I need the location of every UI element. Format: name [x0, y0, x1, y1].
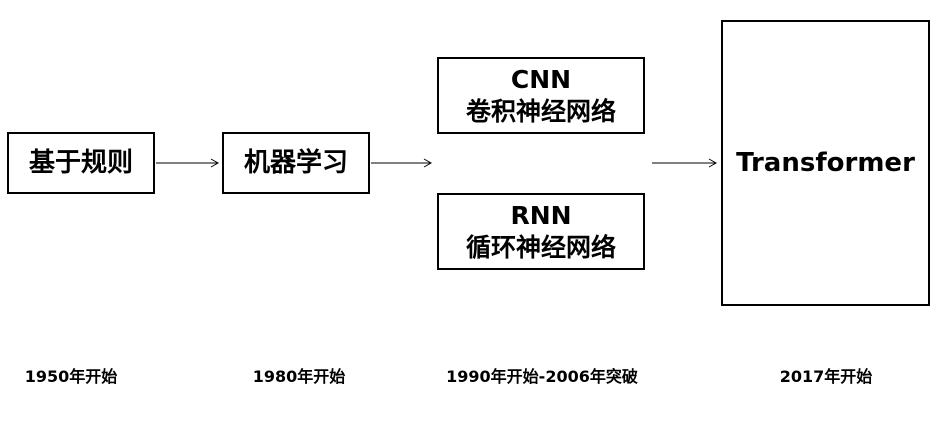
rnn-box: RNN 循环神经网络	[437, 193, 645, 270]
cnn-box: CNN 卷积神经网络	[437, 57, 645, 134]
transformer-box: Transformer	[721, 20, 930, 306]
machine-learning-label: 机器学习	[243, 147, 348, 178]
transformer-label: Transformer	[736, 147, 915, 178]
era-transformer: 2017年开始	[779, 367, 873, 386]
rule-based-label: 基于规则	[28, 147, 133, 178]
cnn-abbr-label: CNN	[510, 65, 572, 95]
era-rule-based: 1950年开始	[24, 367, 118, 386]
era-neural-networks: 1990年开始-2006年突破	[446, 367, 638, 386]
arrow-nn-to-transformer	[652, 157, 718, 169]
arrow-rule-to-ml	[156, 157, 220, 169]
cnn-label: 卷积神经网络	[465, 96, 616, 126]
machine-learning-box: 机器学习	[222, 132, 370, 194]
rnn-abbr-label: RNN	[510, 201, 572, 231]
rule-based-box: 基于规则	[7, 132, 155, 194]
rnn-label: 循环神经网络	[465, 232, 616, 262]
era-machine-learning: 1980年开始	[252, 367, 346, 386]
arrow-ml-to-nn	[371, 157, 433, 169]
